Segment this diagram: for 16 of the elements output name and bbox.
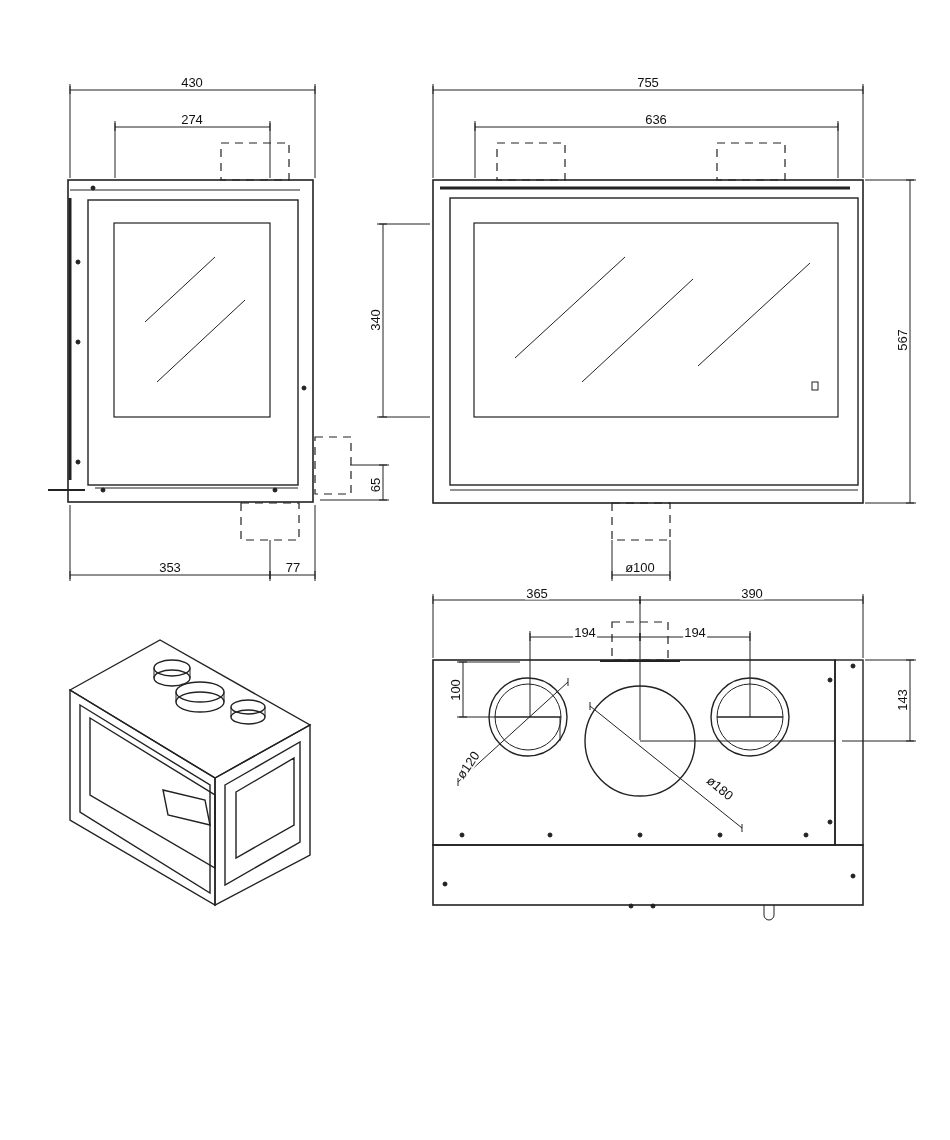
dimension-label: 340	[368, 308, 382, 332]
dimension-label: 755	[636, 75, 660, 89]
dimension-label: ø100	[624, 560, 656, 574]
dimension-label: 567	[895, 328, 909, 352]
dimension-label: 194	[683, 625, 707, 639]
dimension-label: 77	[284, 560, 302, 574]
dimension-label: 194	[573, 625, 597, 639]
dimension-label: 636	[644, 112, 668, 126]
dimension-label: 390	[740, 586, 764, 600]
dimension-label: 143	[895, 688, 909, 712]
dimension-label: 430	[180, 75, 204, 89]
dimension-label: 365	[525, 586, 549, 600]
dimension-label: 100	[448, 678, 462, 702]
dimension-label: 274	[180, 112, 204, 126]
dimension-label: 65	[368, 476, 382, 494]
dimension-label: 353	[158, 560, 182, 574]
